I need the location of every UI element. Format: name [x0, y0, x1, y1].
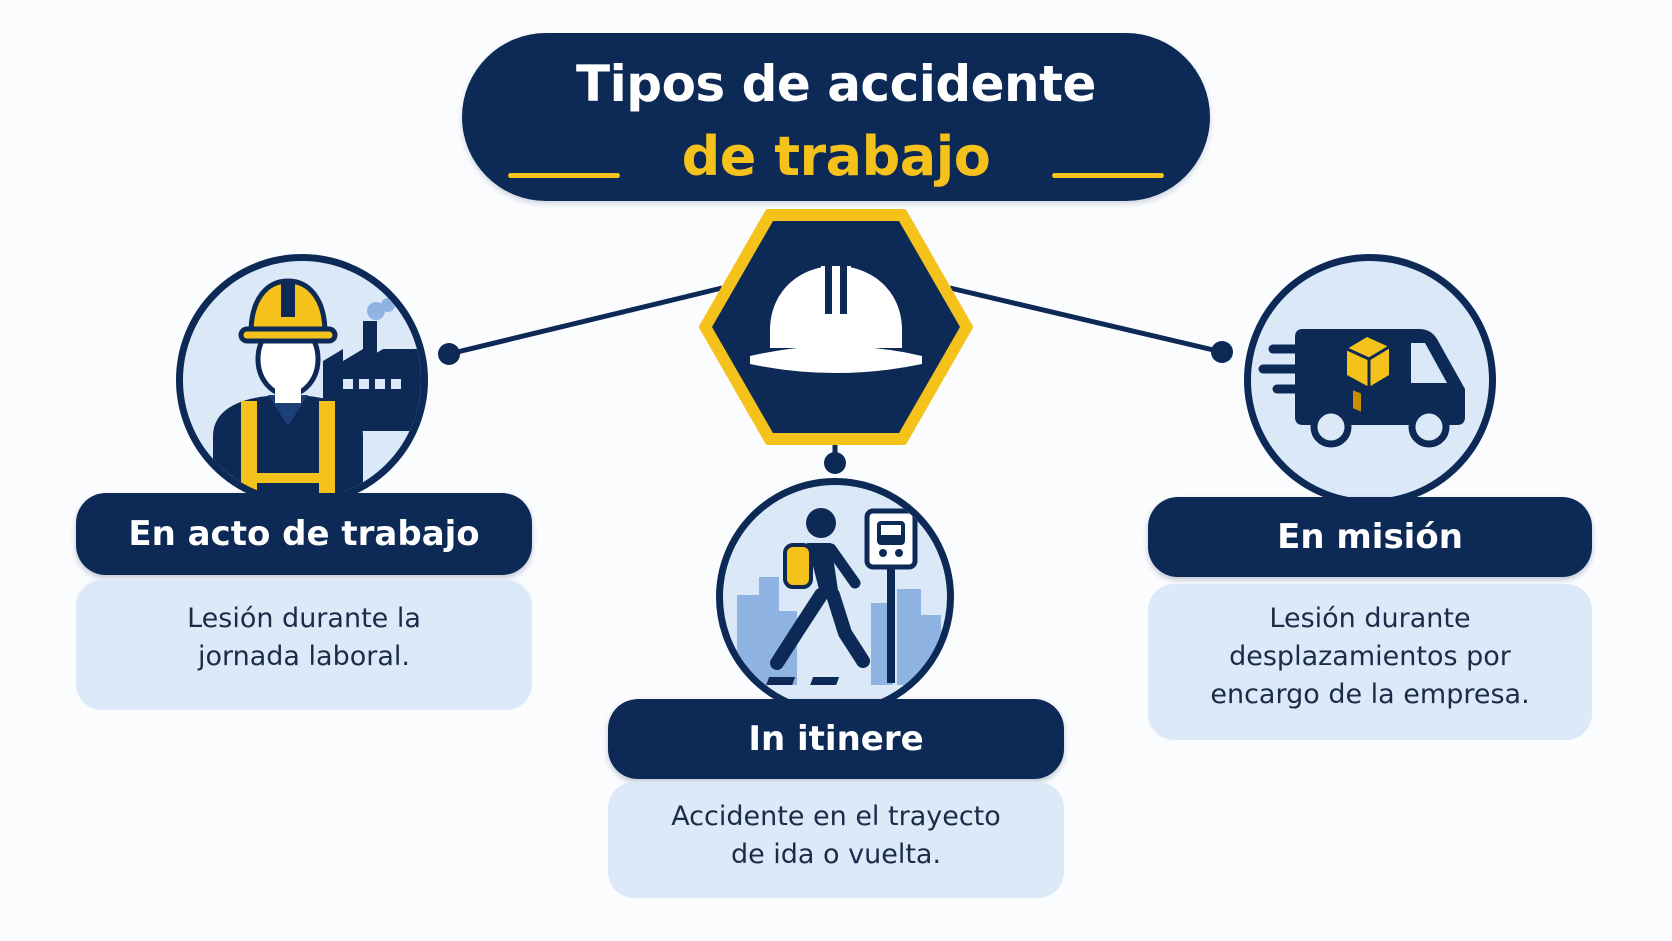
title-line-1: Tipos de accidente — [576, 55, 1096, 113]
acto-description-line-2: jornada laboral. — [197, 641, 410, 672]
itinere-label: In itinere — [608, 699, 1064, 779]
pedestrian-commute-icon — [723, 508, 941, 685]
mision-label: En misión — [1148, 497, 1592, 577]
acto-description-line-1: Lesión durante la — [187, 603, 421, 634]
mision-description-line-1: Lesión durante — [1269, 603, 1471, 634]
itinere-description-line-2: de ida o vuelta. — [730, 839, 942, 870]
title-rule-left — [508, 173, 620, 178]
delivery-van-icon — [1258, 329, 1465, 448]
title-banner: Tipos de accidente de trabajo — [462, 33, 1210, 201]
acto-icon-circle — [176, 254, 428, 506]
itinere-description-line-1: Accidente en el trayecto — [671, 801, 1001, 832]
mision-icon-circle — [1244, 254, 1496, 506]
mision-description: Lesión durante desplazamientos por encar… — [1148, 584, 1592, 740]
itinere-icon-circle — [716, 478, 954, 716]
mision-description-line-2: desplazamientos por — [1229, 641, 1511, 672]
mision-description-line-3: encargo de la empresa. — [1210, 679, 1530, 710]
itinere-description: Accidente en el trayecto de ida o vuelta… — [608, 782, 1064, 898]
title-rule-right — [1052, 173, 1164, 178]
construction-worker-icon — [213, 278, 421, 499]
hard-hat-icon — [750, 266, 922, 373]
hard-hat-hexagon — [699, 209, 973, 445]
title-line-2: de trabajo — [681, 125, 991, 188]
acto-description: Lesión durante la jornada laboral. — [76, 580, 532, 710]
acto-label: En acto de trabajo — [76, 493, 532, 575]
